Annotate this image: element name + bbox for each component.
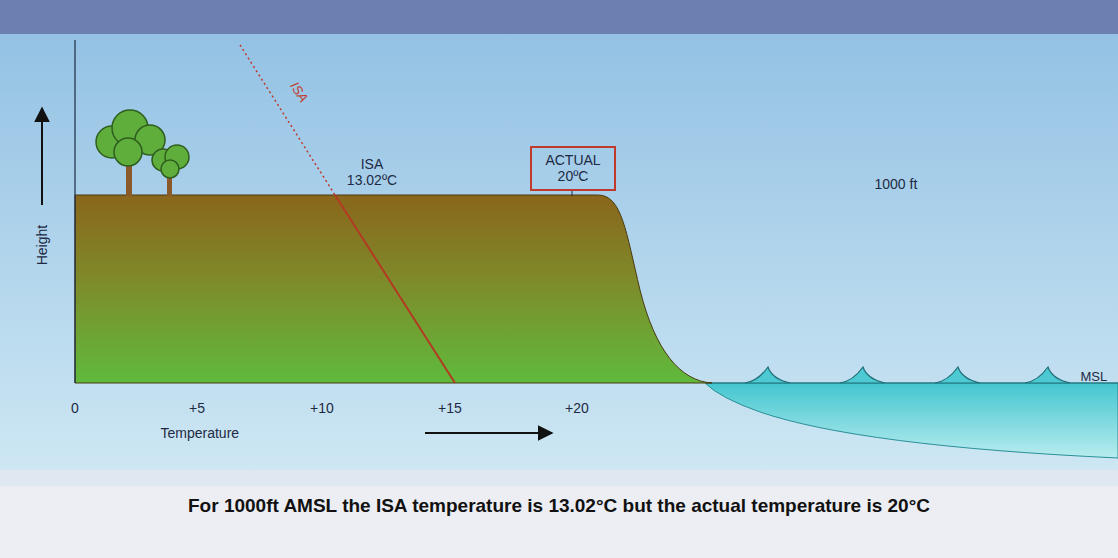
value-text: ACTUAL 20ºC [540,152,606,184]
msl-line [705,383,1118,384]
trees [96,110,189,196]
temperature-arrow [425,432,552,434]
tick-label: +5 [189,400,205,416]
msl-label: MSL [1081,370,1108,385]
y-axis [74,40,75,383]
height-arrow [41,108,43,205]
axis-title: Height [34,225,50,265]
tick-label: +10 [310,400,334,416]
tick-label: +15 [438,400,462,416]
altitude-label: 1000 ft [875,176,918,192]
isa-line [335,195,455,383]
isa-temperature: ISA 13.02ºC [337,156,407,188]
ground [75,195,712,383]
tick-label: +20 [565,400,589,416]
caption-band [0,486,1118,558]
axis-title: Temperature [161,425,240,441]
tick-label: 0 [71,400,79,416]
actual-tick [572,190,573,196]
value-box: ACTUAL 20ºC [530,146,616,191]
caption: For 1000ft AMSL the ISA temperature is 1… [109,494,1009,519]
sea [705,383,1118,458]
isa-line-dotted [240,45,335,195]
caption-band [0,470,1118,558]
top-band [0,0,1118,34]
waves [745,367,1070,383]
